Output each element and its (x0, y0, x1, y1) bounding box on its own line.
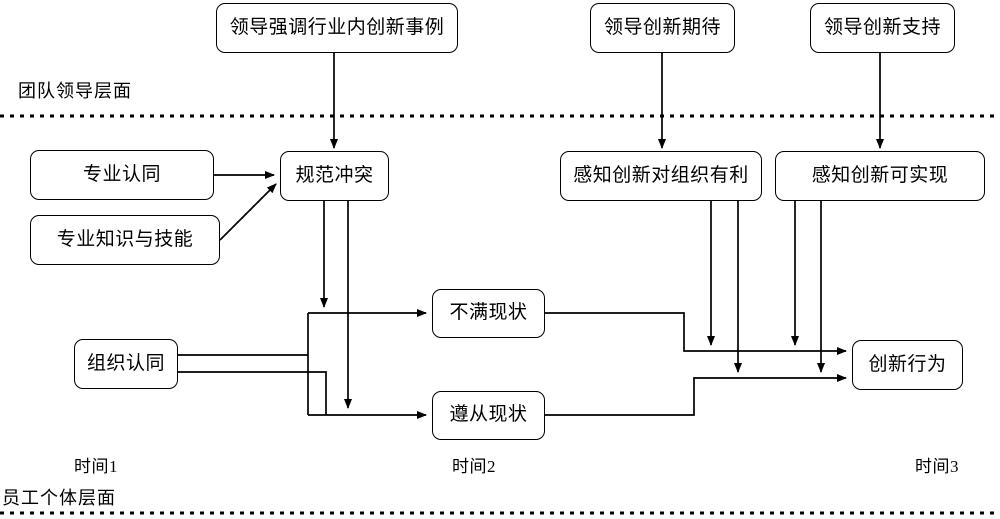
level-label-team-leadership: 团队领导层面 (18, 81, 132, 101)
time-label-2: 时间2 (452, 457, 496, 476)
node-organizational-identity[interactable]: 组织认同 (74, 339, 178, 389)
node-leader-innovation-expectation[interactable]: 领导创新期待 (590, 3, 735, 53)
level-label-employee-individual: 员工个体层面 (2, 488, 116, 508)
node-professional-identity[interactable]: 专业认同 (30, 150, 214, 200)
node-professional-knowledge-skill[interactable]: 专业知识与技能 (30, 215, 220, 265)
node-leader-innovation-support[interactable]: 领导创新支持 (810, 3, 955, 53)
time-label-3: 时间3 (915, 457, 959, 476)
time-label-1: 时间1 (74, 457, 118, 476)
node-norm-conflict[interactable]: 规范冲突 (280, 151, 389, 201)
node-innovation-behavior[interactable]: 创新行为 (852, 340, 963, 390)
node-dissatisfied-status-quo[interactable]: 不满现状 (432, 289, 545, 338)
node-leader-industry-cases[interactable]: 领导强调行业内创新事例 (216, 3, 458, 53)
edge-knowledge-to-normconflict (219, 183, 277, 241)
node-perceived-innovation-feasible[interactable]: 感知创新可实现 (775, 151, 985, 201)
edge-comply-to-behavior (545, 374, 847, 416)
edge-orgidentity-lower (178, 371, 327, 415)
edge-dissatisfied-to-behavior (545, 312, 847, 355)
node-perceived-benefit-org[interactable]: 感知创新对组织有利 (560, 151, 762, 201)
node-comply-status-quo[interactable]: 遵从现状 (432, 391, 545, 440)
